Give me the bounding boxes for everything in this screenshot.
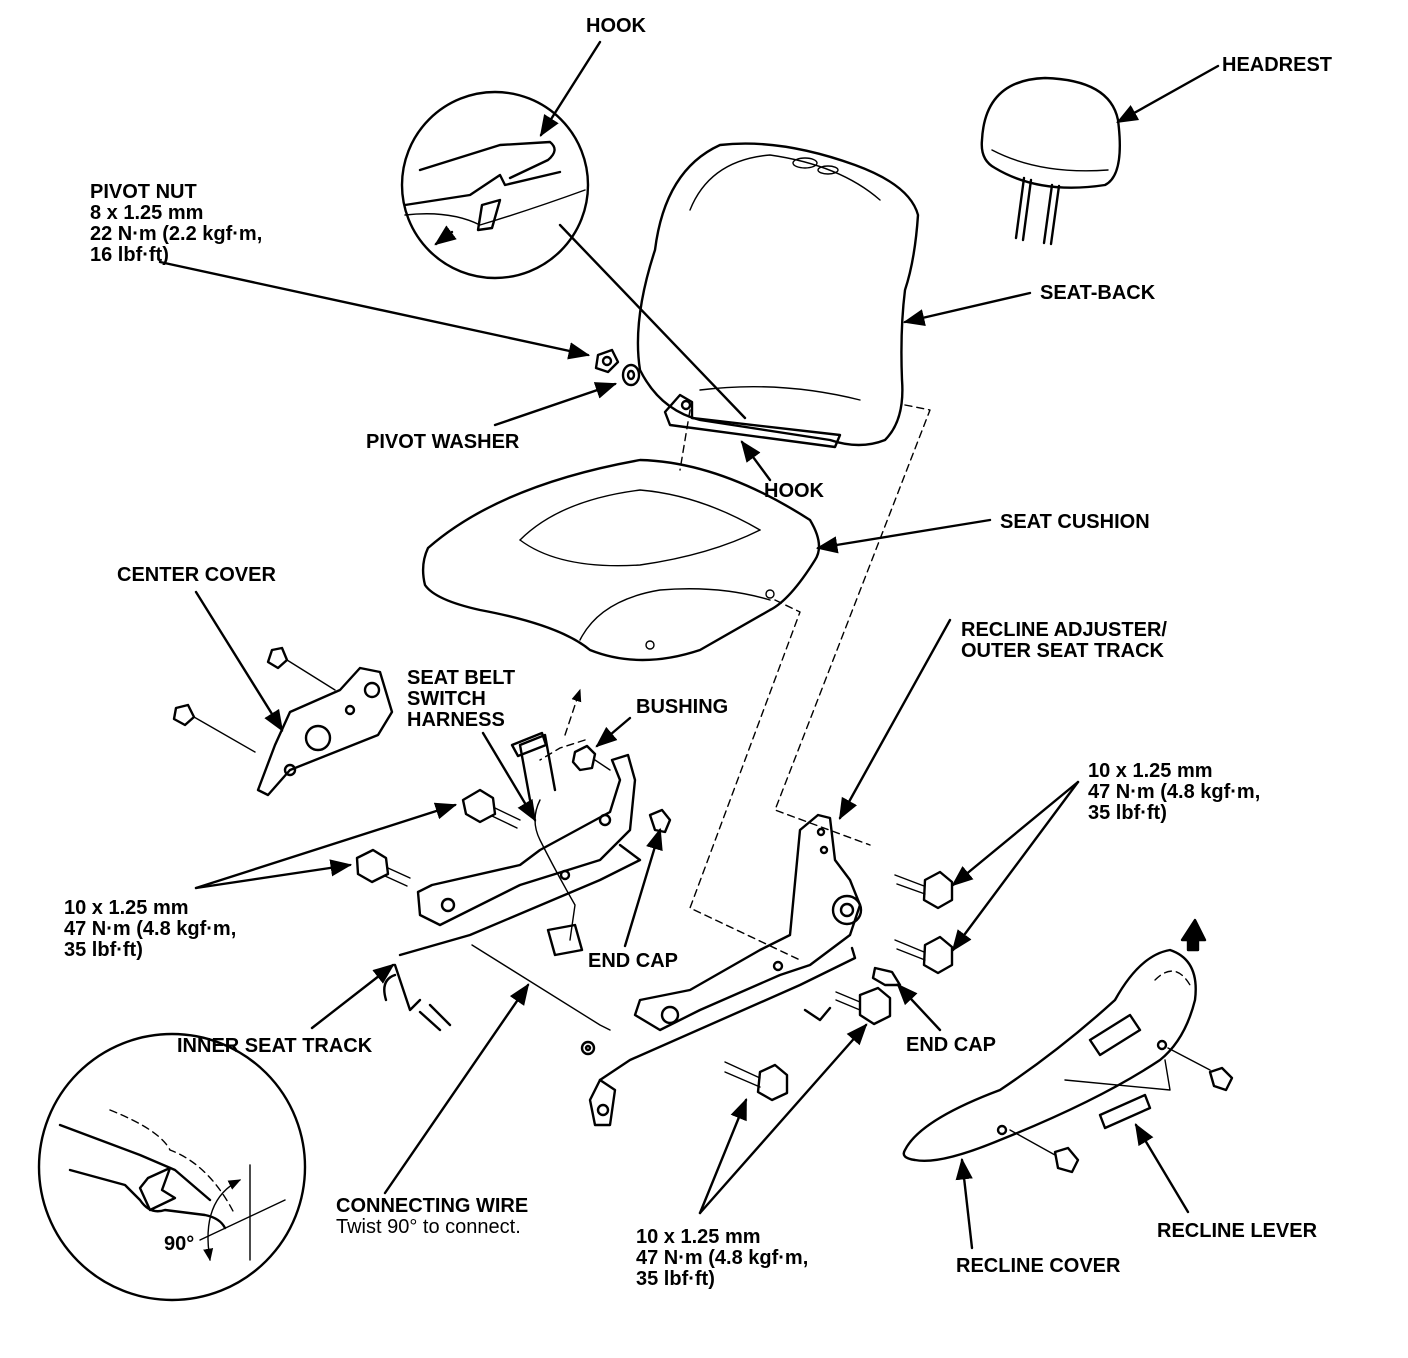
label-center-cover: CENTER COVER (117, 564, 276, 586)
recline-lever (1098, 1093, 1152, 1130)
inner-track-bolts (355, 788, 521, 887)
outer-track-bolts (724, 870, 954, 1102)
label-seat-belt-switch-harness: SEAT BELT SWITCH HARNESS (407, 667, 516, 731)
pivot-nut (594, 348, 620, 374)
connecting-wire (471, 944, 611, 1056)
seat-back (636, 142, 920, 449)
recline-cover (902, 918, 1234, 1174)
label-seat-back: SEAT-BACK (1040, 282, 1156, 304)
label-bolt-spec-right: 10 x 1.25 mm 47 N·m (4.8 kgf·m, 35 lbf·f… (1088, 760, 1261, 824)
end-cap-right (871, 966, 902, 987)
headrest (980, 76, 1121, 246)
label-bolt-spec-left: 10 x 1.25 mm 47 N·m (4.8 kgf·m, 35 lbf·f… (64, 897, 237, 961)
twist-detail-magnifier (37, 1032, 307, 1302)
end-cap-left (648, 808, 672, 834)
label-bolt-spec-bottom: 10 x 1.25 mm 47 N·m (4.8 kgf·m, 35 lbf·f… (636, 1226, 809, 1290)
inner-seat-track (383, 731, 642, 1032)
label-headrest: HEADREST (1222, 54, 1333, 76)
label-connecting-wire: CONNECTING WIRE (336, 1195, 529, 1217)
label-end-cap-right: END CAP (906, 1034, 997, 1056)
label-inner-seat-track: INNER SEAT TRACK (177, 1035, 373, 1057)
center-cover (172, 646, 394, 797)
label-seat-cushion: SEAT CUSHION (1000, 511, 1150, 533)
hook-detail-magnifier (400, 90, 747, 420)
label-pivot-nut: PIVOT NUT 8 x 1.25 mm 22 N·m (2.2 kgf·m,… (90, 181, 263, 266)
label-hook-top: HOOK (586, 15, 646, 37)
label-recline-lever: RECLINE LEVER (1157, 1220, 1318, 1242)
bushing (571, 744, 611, 772)
label-recline-adjuster: RECLINE ADJUSTER/ OUTER SEAT TRACK (961, 619, 1167, 662)
leader-lines (158, 40, 1220, 1250)
pivot-washer (621, 363, 641, 387)
alignment-lines (539, 404, 931, 961)
label-angle-90: 90° (164, 1233, 195, 1255)
label-pivot-washer: PIVOT WASHER (366, 431, 520, 453)
recline-adjuster-outer-seat-track (588, 813, 863, 1127)
label-hook-bottom: HOOK (764, 480, 824, 502)
label-connecting-wire-note: Twist 90° to connect. (336, 1216, 521, 1238)
label-recline-cover: RECLINE COVER (956, 1255, 1121, 1277)
label-end-cap-left: END CAP (588, 950, 679, 972)
seat-cushion (421, 458, 821, 662)
label-bushing: BUSHING (636, 696, 729, 718)
